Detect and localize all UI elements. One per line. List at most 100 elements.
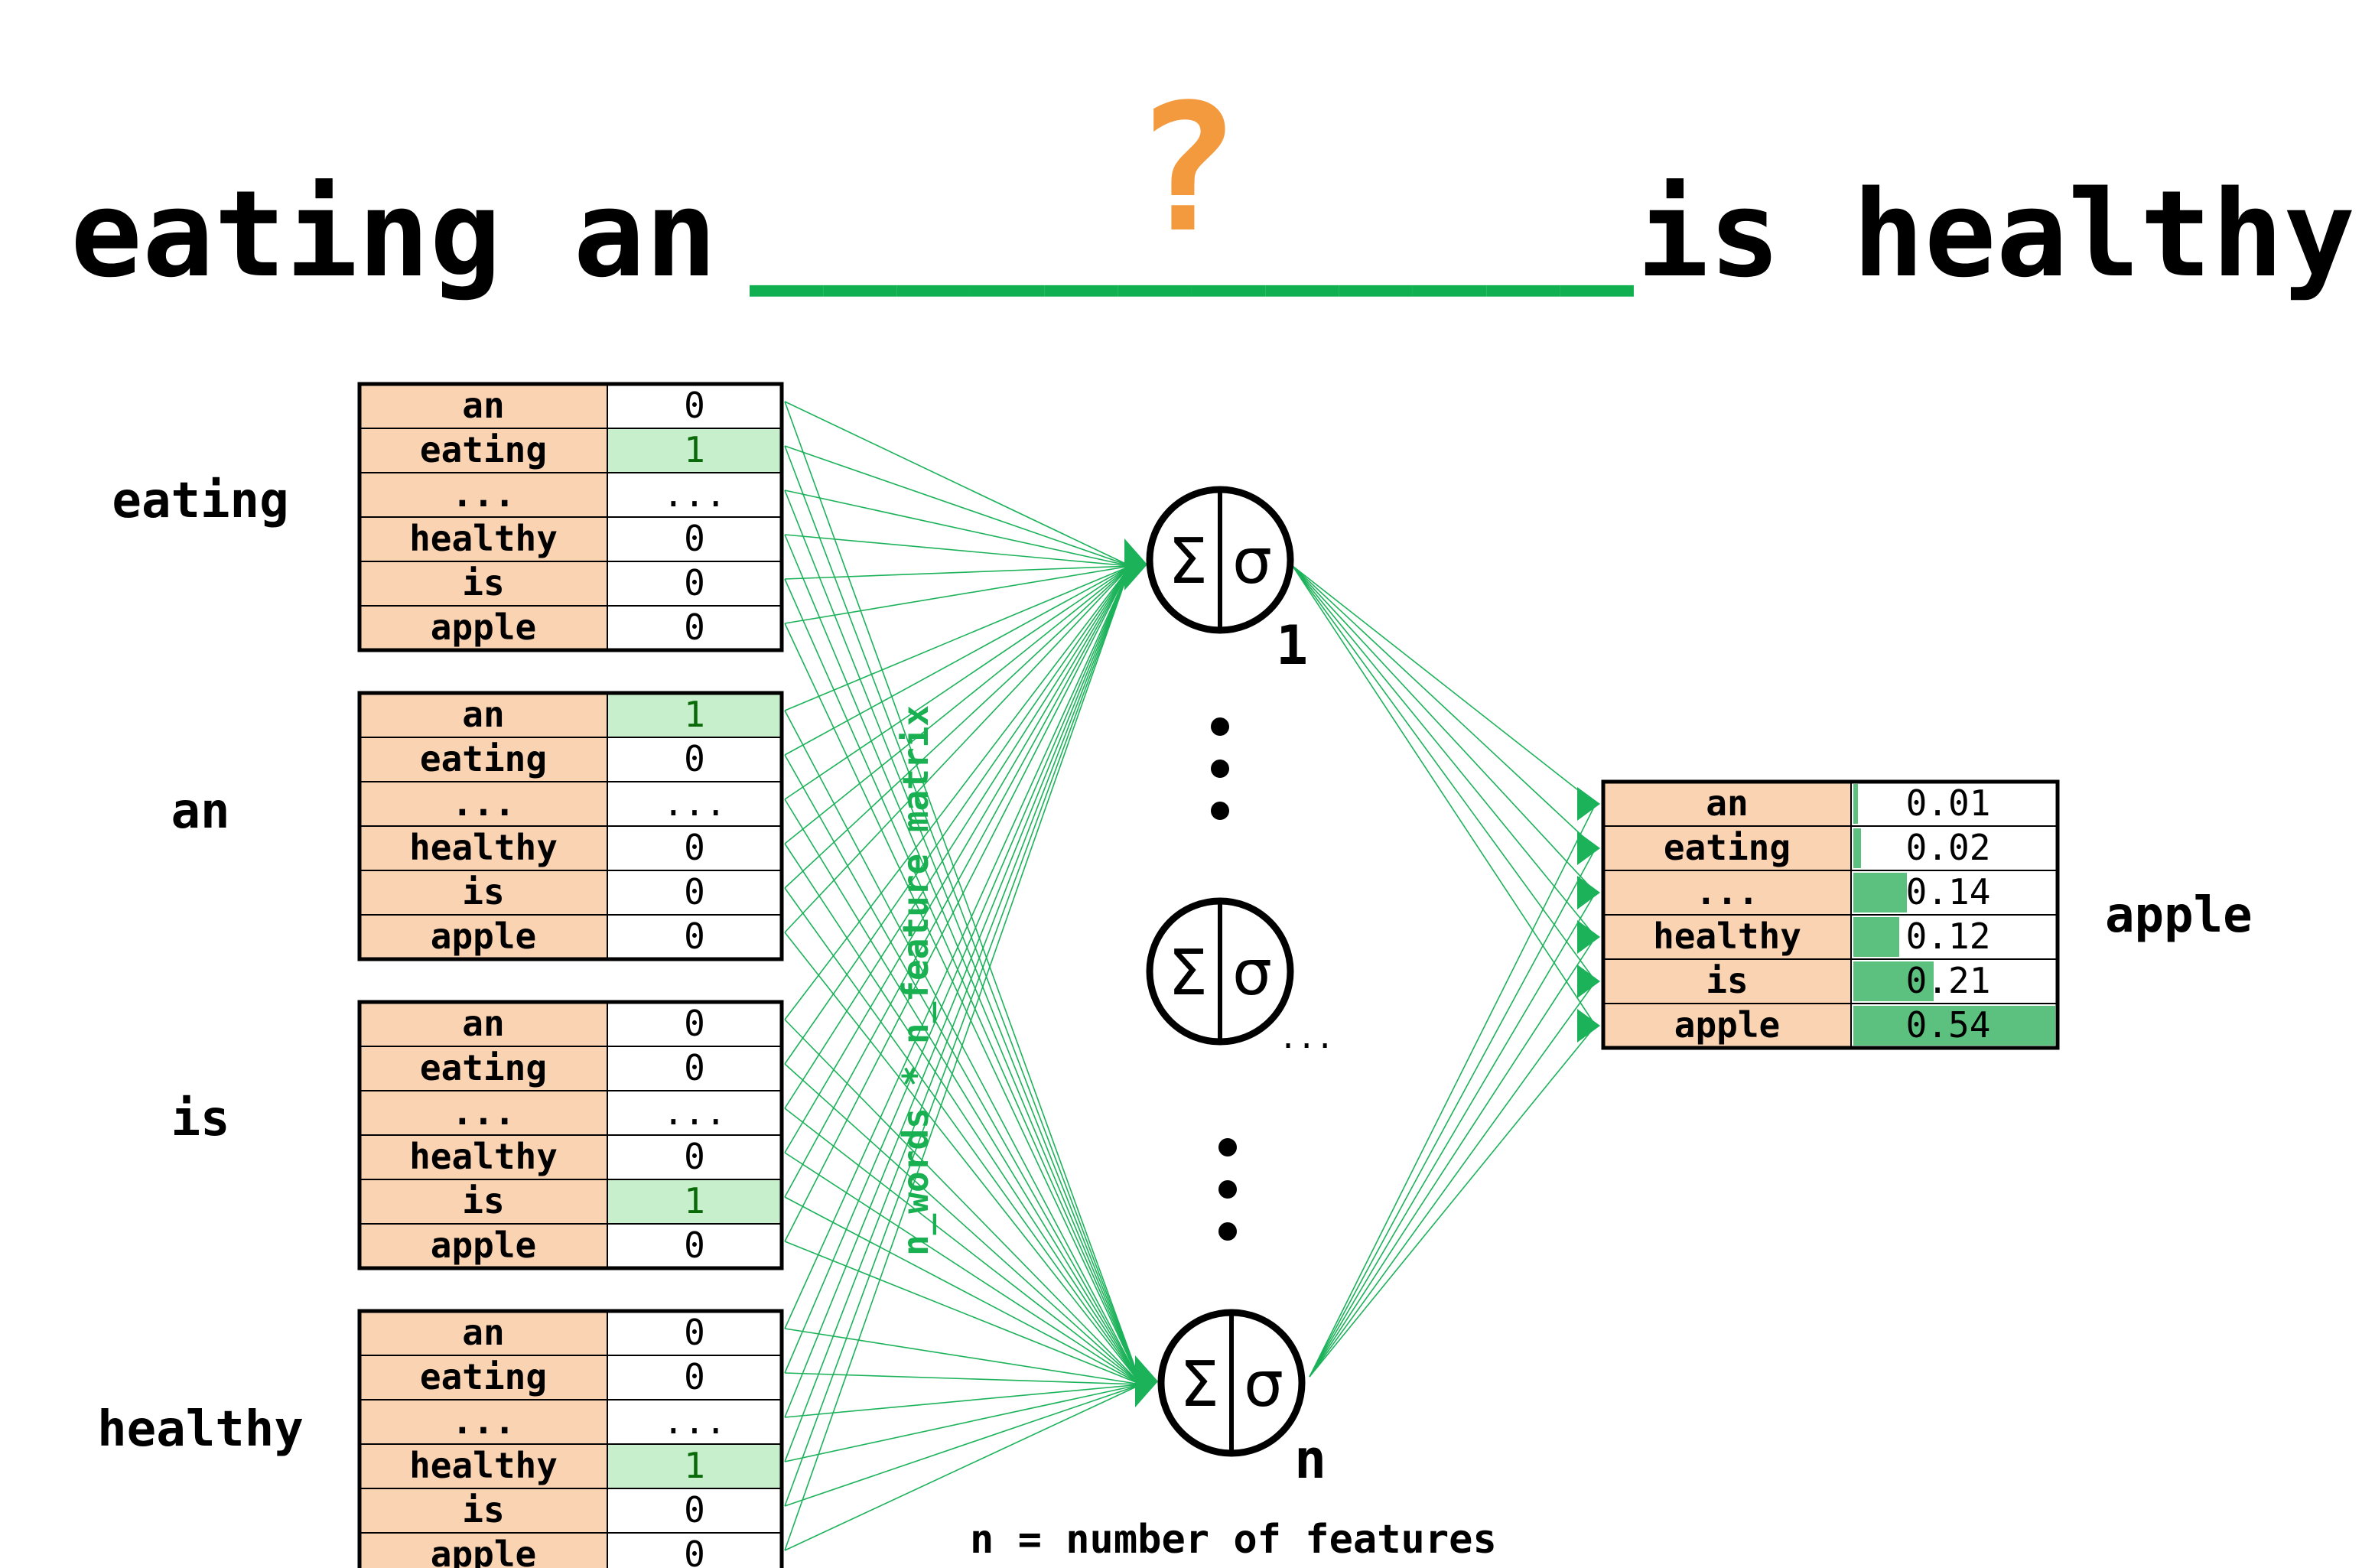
arrowhead <box>1577 831 1600 865</box>
arrowhead <box>1577 965 1600 998</box>
row-label: apple <box>431 916 536 957</box>
input-word-eating: eating <box>112 473 288 529</box>
connection-line <box>784 1241 1142 1385</box>
value-cell <box>607 383 782 429</box>
output-connection-line <box>1292 565 1596 982</box>
row-label: healthy <box>409 518 558 559</box>
value-cell <box>607 516 782 562</box>
connection-line <box>784 1384 1142 1418</box>
connection-line <box>784 1063 1142 1385</box>
row-label: eating <box>420 1356 547 1397</box>
output-row-label: an <box>1706 782 1748 824</box>
input-tables: an 0 eating 1...... healthy 0 is 0 apple 0 eating a… <box>97 382 784 1568</box>
label-cell <box>359 1355 608 1400</box>
connection-line <box>784 1384 1142 1551</box>
output-connection-line <box>1309 892 1596 1378</box>
probability-bar <box>1853 917 1899 957</box>
output-connection-line <box>1292 565 1596 849</box>
row-label: eating <box>420 1047 547 1088</box>
table-border <box>357 1309 784 1568</box>
connection-line <box>784 565 1131 1242</box>
probability-bar <box>1853 873 1907 912</box>
connection-line <box>784 565 1131 1551</box>
output-table-border <box>1601 779 2060 1050</box>
arrowhead <box>1577 1009 1600 1043</box>
row-label: apple <box>431 607 536 648</box>
row-label: apple <box>431 1534 536 1568</box>
connection-line <box>784 799 1142 1385</box>
connection-line <box>784 565 1131 1418</box>
neuron-middle: Σ σ ... <box>1146 897 1334 1056</box>
neuron-1: Σ σ 1 <box>1146 486 1308 677</box>
label-cell <box>359 561 608 607</box>
output-row-value: 0.02 <box>1906 827 1991 868</box>
row-label: healthy <box>409 1136 558 1177</box>
connection-line <box>784 565 1131 889</box>
row-label: is <box>462 1489 504 1531</box>
label-cell <box>359 428 608 473</box>
neuron-n-sigma: σ <box>1244 1348 1283 1421</box>
row-value: ... <box>662 1091 726 1133</box>
output-connection-line <box>1309 936 1596 1378</box>
connection-line <box>784 1019 1142 1385</box>
row-label: an <box>462 1003 504 1044</box>
question-mark: ? <box>1134 67 1239 272</box>
connection-line <box>784 565 1131 800</box>
output-row-label: apple <box>1674 1004 1780 1046</box>
probability-bar <box>1853 784 1858 824</box>
row-label: healthy <box>409 1445 558 1486</box>
vertical-ellipsis-upper <box>1211 717 1229 820</box>
row-value: ... <box>662 1400 726 1442</box>
value-cell <box>607 1310 782 1356</box>
arrowhead <box>1135 1355 1158 1407</box>
value-cell <box>607 1179 782 1225</box>
output-label-cell <box>1602 870 1852 916</box>
row-value: 1 <box>684 1180 705 1222</box>
row-value: 0 <box>684 916 705 957</box>
connection-line <box>784 565 1131 1020</box>
neuron-n: Σ σ n <box>1157 1309 1326 1491</box>
row-label: apple <box>431 1225 536 1266</box>
output-connection-line <box>1292 565 1596 893</box>
row-value: 0 <box>684 1312 705 1353</box>
label-cell <box>359 605 608 651</box>
connection-line <box>784 401 1131 567</box>
output-value-cell <box>1850 825 2058 871</box>
row-value: 0 <box>684 1489 705 1531</box>
probability-bar <box>1853 1006 2055 1046</box>
output-row-label: eating <box>1664 827 1791 868</box>
output-value-cell <box>1850 781 2058 827</box>
connection-line <box>784 578 1142 1385</box>
label-cell <box>359 1134 608 1180</box>
neuron-mid-index: ... <box>1279 1020 1334 1056</box>
row-value: 0 <box>684 738 705 779</box>
row-value: 0 <box>684 607 705 648</box>
output-row-label: ... <box>1695 871 1758 912</box>
connection-line <box>784 565 1131 580</box>
connection-line <box>784 445 1131 567</box>
connection-line <box>784 1152 1142 1385</box>
connections <box>784 401 1596 1551</box>
connection-line <box>784 490 1142 1385</box>
matrix-label: n_words * n_feature matrix <box>895 705 936 1256</box>
value-cell <box>607 1355 782 1400</box>
neuron-mid-sigma: σ <box>1232 937 1272 1010</box>
connection-line <box>784 623 1142 1385</box>
connection-line <box>784 565 1131 1329</box>
row-label: is <box>462 1180 504 1222</box>
output-connection-line <box>1309 981 1596 1378</box>
value-cell <box>607 870 782 916</box>
table-border <box>357 382 784 652</box>
neuron-1-sum: Σ <box>1168 525 1208 598</box>
neuron-mid-sum: Σ <box>1168 937 1208 1010</box>
connection-line <box>784 565 1131 844</box>
connection-line <box>784 565 1131 1507</box>
output-row-label: is <box>1706 960 1748 1001</box>
row-value: 0 <box>684 1047 705 1088</box>
neuron-1-sigma: σ <box>1232 525 1272 598</box>
connection-line <box>784 565 1131 1153</box>
sentence: eating an ____________ ? is healthy <box>70 67 2355 304</box>
connection-line <box>784 887 1142 1385</box>
label-cell <box>359 1179 608 1225</box>
